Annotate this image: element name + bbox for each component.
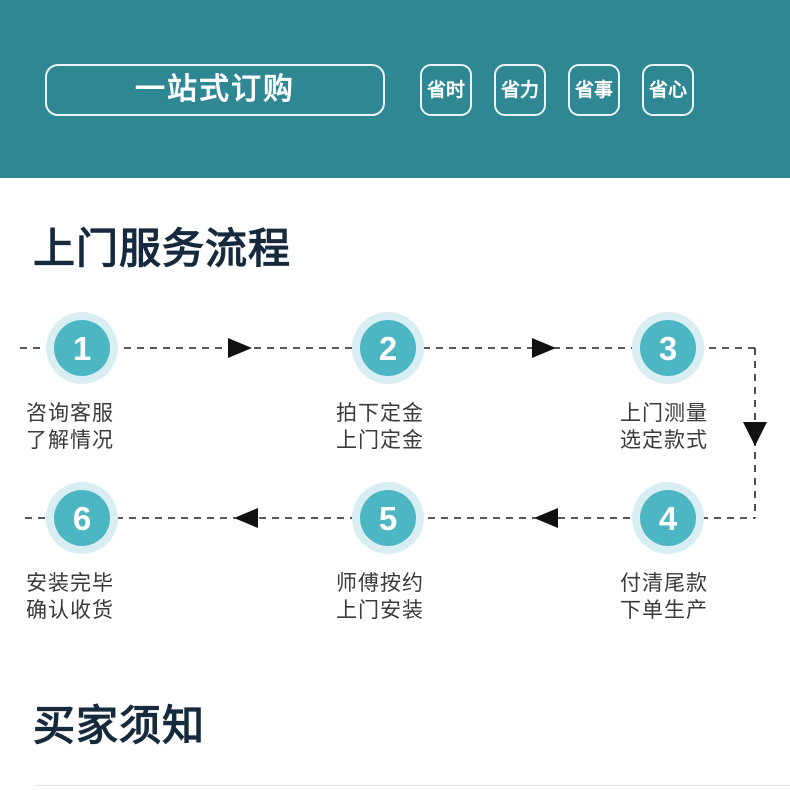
benefit-badge-peace-of-mind[interactable]: 省心: [642, 64, 694, 116]
step-number: 6: [72, 499, 92, 537]
arrow-left-step5-step6-icon: [234, 508, 258, 528]
step-label-line2: 选定款式: [620, 429, 708, 452]
step-label-line1: 咨询客服: [26, 402, 114, 425]
benefit-badge-row: 省时 省力 省事 省心: [420, 64, 694, 116]
benefit-badge-label: 省时: [426, 79, 465, 101]
one-stop-order-pill[interactable]: 一站式订购: [45, 64, 385, 116]
step-label-line1: 师傅按约: [336, 572, 424, 595]
step-number: 3: [658, 329, 678, 367]
step-label: 拍下定金 上门定金: [336, 400, 424, 454]
step-label-line2: 了解情况: [26, 429, 114, 452]
one-stop-order-label: 一站式订购: [135, 73, 295, 106]
step-label: 咨询客服 了解情况: [26, 400, 114, 454]
service-flow-diagram: 1 咨询客服 了解情况 2 拍下定金 上门定金: [0, 300, 790, 640]
step-number-badge: 1: [46, 312, 118, 384]
step-label-line1: 上门测量: [620, 402, 708, 425]
header-banner: 一站式订购 省时 省力 省事 省心: [0, 0, 790, 178]
step-number-badge-inner: 4: [640, 490, 696, 546]
step-label: 安装完毕 确认收货: [26, 570, 114, 624]
step-label-line1: 付清尾款: [620, 572, 708, 595]
step-number: 5: [378, 499, 398, 537]
arrow-right-step2-step3-icon: [532, 338, 556, 358]
arrow-left-step4-step5-icon: [534, 508, 558, 528]
step-number-badge-inner: 5: [360, 490, 416, 546]
step-number: 2: [378, 329, 398, 367]
arrow-right-step1-step2-icon: [228, 338, 252, 358]
benefit-badge-label: 省心: [648, 79, 687, 101]
benefit-badge-label: 省事: [574, 79, 613, 101]
step-label: 上门测量 选定款式: [620, 400, 708, 454]
step-label-line2: 确认收货: [26, 599, 114, 622]
step-number-badge: 5: [352, 482, 424, 554]
step-label: 付清尾款 下单生产: [620, 570, 708, 624]
step-label: 师傅按约 上门安装: [336, 570, 424, 624]
benefit-badge-save-effort[interactable]: 省力: [494, 64, 546, 116]
step-number-badge: 4: [632, 482, 704, 554]
flow-section-title: 上门服务流程: [33, 225, 292, 272]
step-number: 4: [658, 499, 678, 537]
step-number: 1: [72, 329, 92, 367]
step-number-badge: 6: [46, 482, 118, 554]
step-label-line1: 安装完毕: [26, 572, 114, 595]
step-number-badge-inner: 3: [640, 320, 696, 376]
step-number-badge-inner: 6: [54, 490, 110, 546]
step-number-badge: 2: [352, 312, 424, 384]
step-label-line2: 上门安装: [336, 599, 424, 622]
step-label-line2: 下单生产: [620, 599, 708, 622]
benefit-badge-save-trouble[interactable]: 省事: [568, 64, 620, 116]
step-label-line2: 上门定金: [336, 429, 424, 452]
notice-section-title: 买家须知: [33, 702, 206, 749]
notice-section-divider: [35, 785, 790, 786]
step-number-badge-inner: 1: [54, 320, 110, 376]
benefit-badge-save-time[interactable]: 省时: [420, 64, 472, 116]
step-number-badge: 3: [632, 312, 704, 384]
step-label-line1: 拍下定金: [336, 402, 424, 425]
step-number-badge-inner: 2: [360, 320, 416, 376]
arrow-down-step3-step4-icon: [743, 422, 767, 446]
benefit-badge-label: 省力: [500, 79, 539, 101]
